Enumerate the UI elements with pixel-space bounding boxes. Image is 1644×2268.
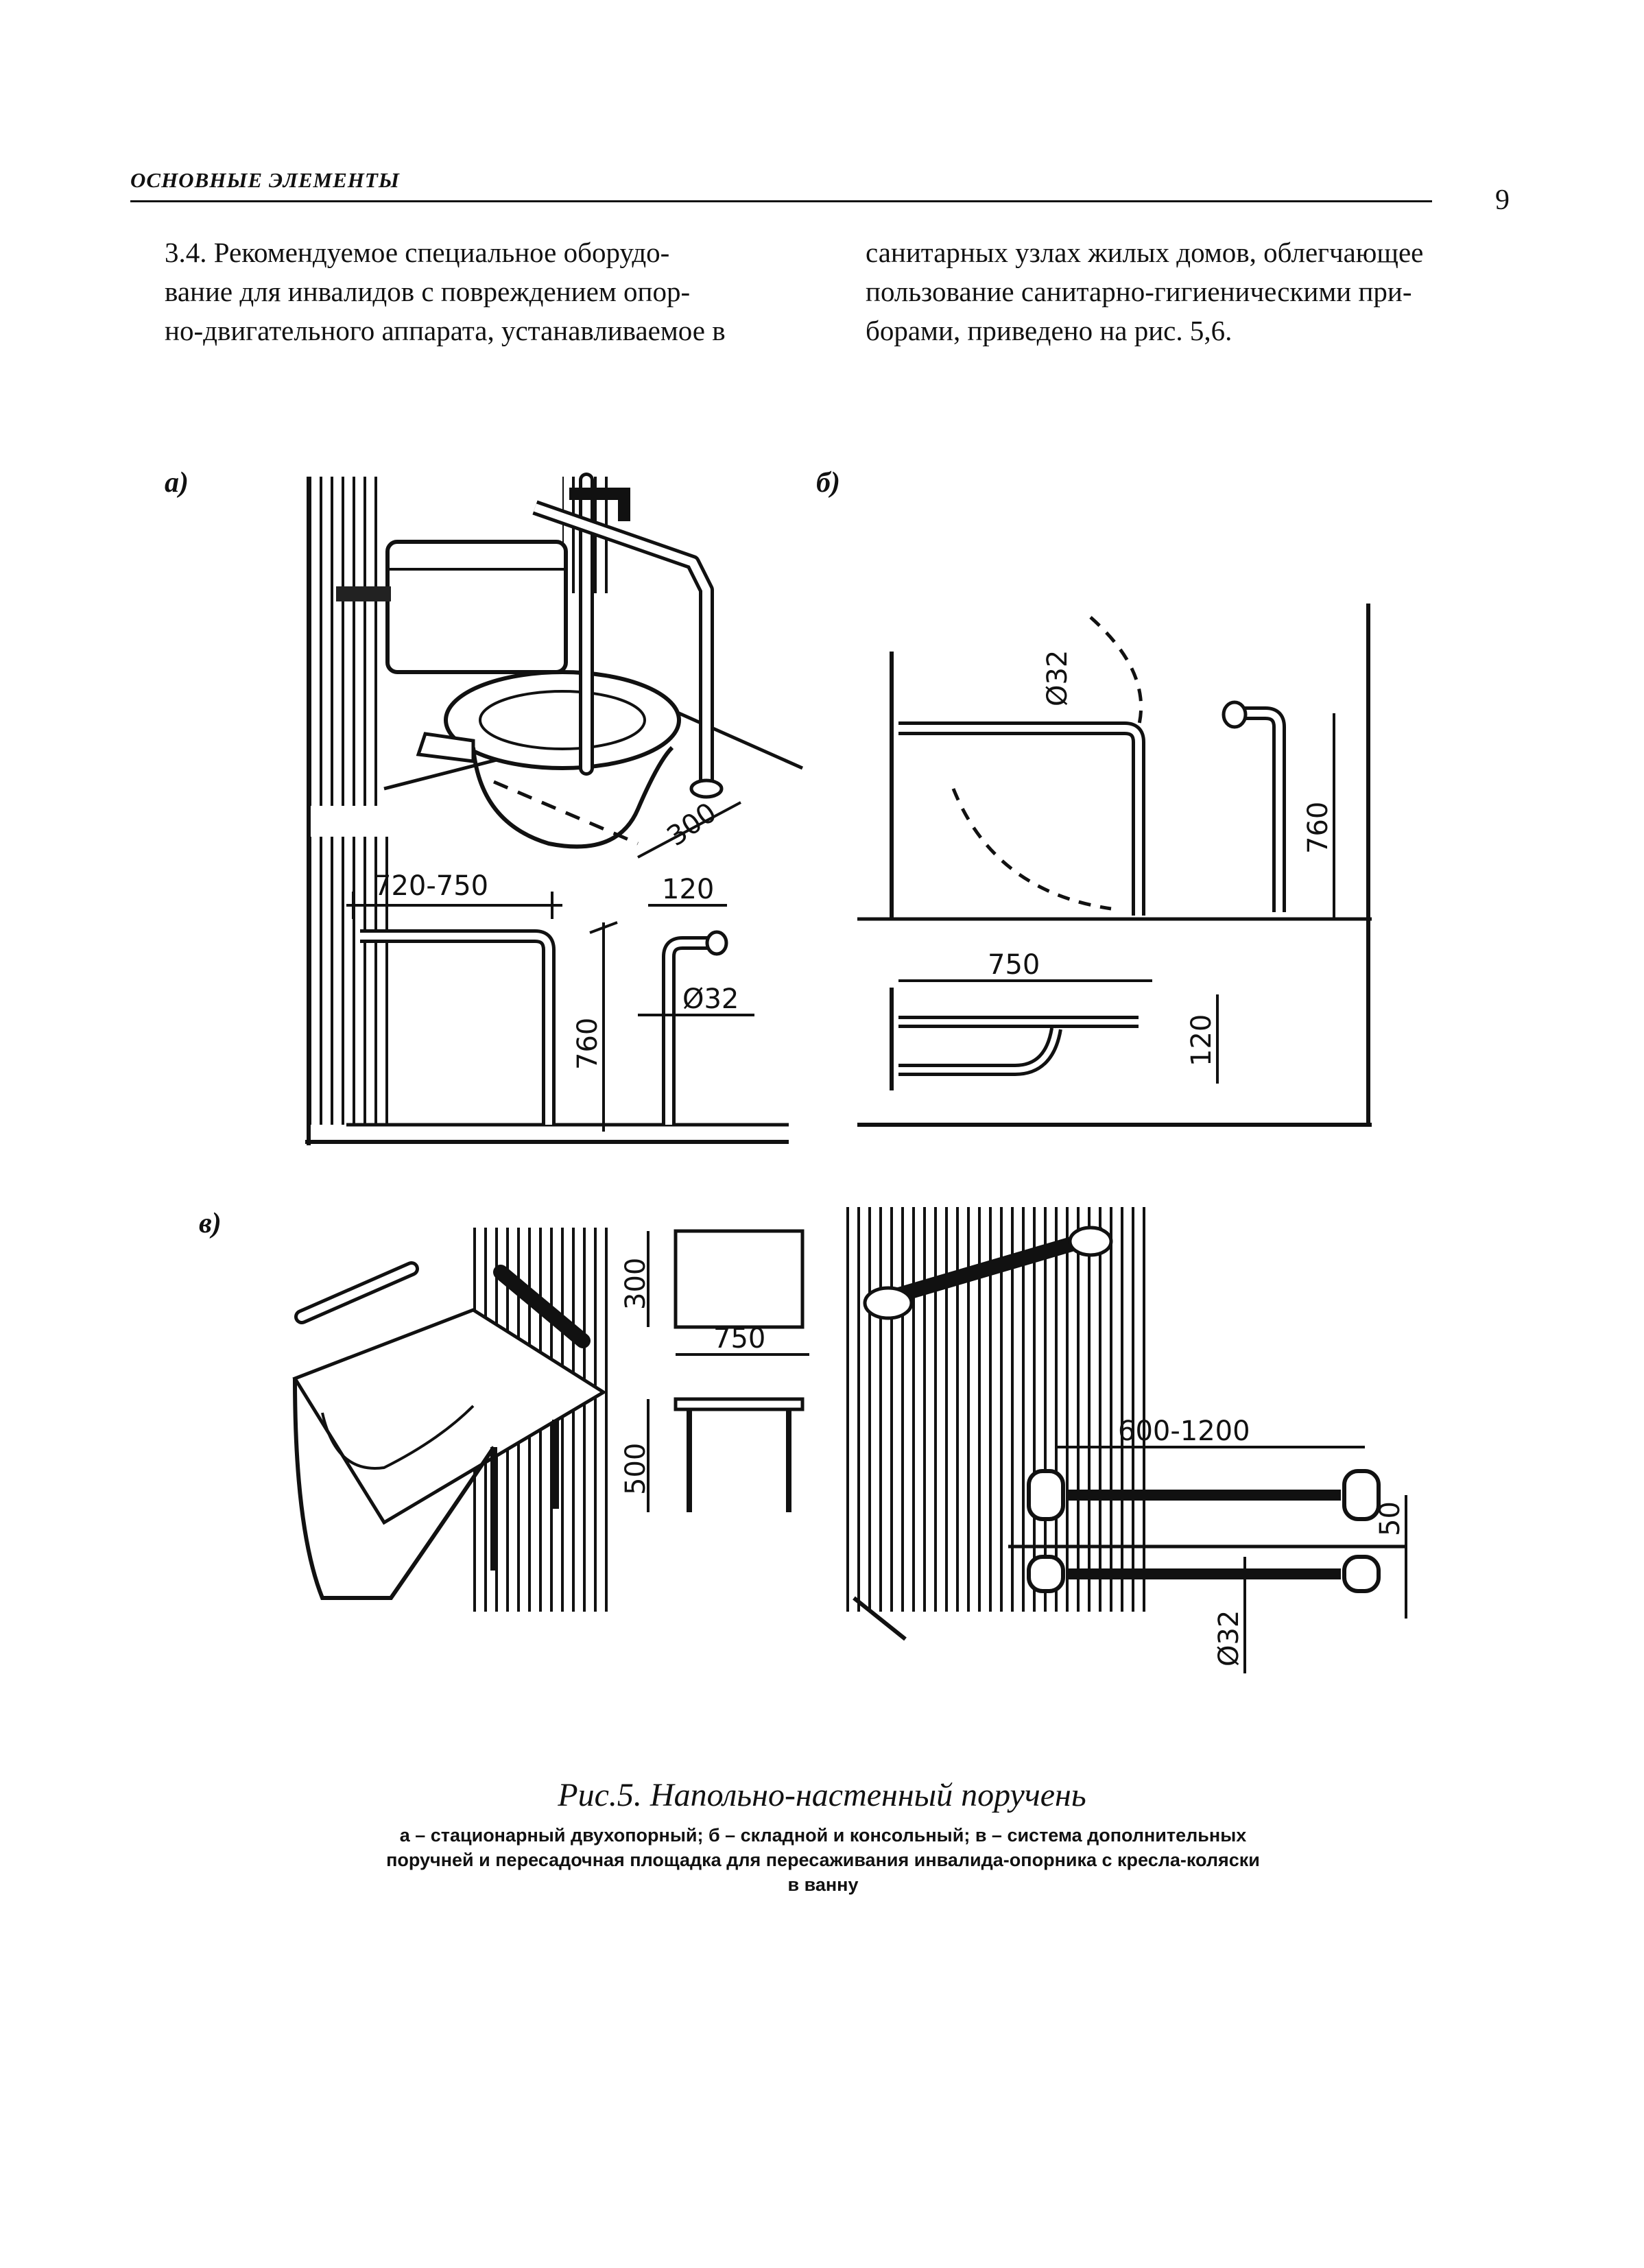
page-number: 9: [1495, 184, 1510, 216]
panel-label-v: в): [199, 1208, 222, 1239]
dim-b-depth: 120: [1186, 1014, 1217, 1066]
text-line: но-двигательного аппарата, устанавливаем…: [165, 315, 726, 346]
panel-v-drawing: 300 750 500 600-1200 50 Ø32: [292, 1207, 1407, 1673]
panel-label-a: а): [165, 467, 189, 499]
paragraph-left: 3.4. Рекомендуемое специальное оборудо- …: [165, 233, 796, 350]
text-line: 3.4. Рекомендуемое специальное оборудо-: [165, 237, 670, 268]
text-line: борами, приведено на рис. 5,6.: [866, 315, 1232, 346]
dim-a-diameter: Ø32: [682, 983, 739, 1015]
dim-a-height: 760: [572, 1018, 604, 1070]
panel-b-drawing: Ø32 760 750 120: [857, 604, 1372, 1127]
caption-line: а – стационарный двухопорный; б – складн…: [399, 1825, 1247, 1846]
dim-v-width: 750: [713, 1323, 765, 1354]
dim-b-height: 760: [1302, 802, 1334, 854]
caption-line: в ванну: [787, 1874, 859, 1895]
dim-v-rail-offset: 50: [1374, 1501, 1406, 1536]
dim-v-height-top: 300: [620, 1258, 652, 1310]
section-title: ОСНОВНЫЕ ЭЛЕМЕНТЫ: [130, 168, 400, 192]
text-line: санитарных узлах жилых домов, облегчающе…: [866, 237, 1424, 268]
dim-v-height-bottom: 500: [620, 1443, 652, 1495]
dim-v-rail-length: 600-1200: [1118, 1416, 1250, 1447]
dim-a-offset: 120: [662, 874, 714, 905]
figure-caption-title: Рис.5. Напольно-настенный поручень: [558, 1777, 1086, 1813]
text-line: вание для инвалидов с повреждением опор-: [165, 276, 691, 307]
caption-line: поручней и пересадочная площадка для пер…: [386, 1850, 1260, 1870]
dim-a-distance: 300: [661, 797, 722, 852]
text-line: пользование санитарно-гигиеническими при…: [866, 276, 1412, 307]
dim-b-diameter: Ø32: [1042, 650, 1073, 706]
cistern: [385, 540, 568, 674]
paragraph-right: санитарных узлах жилых домов, облегчающе…: [866, 233, 1497, 350]
panel-a-drawing: 300 720-750 760 120 Ø32: [305, 473, 804, 1145]
figure-caption-body: а – стационарный двухопорный; б – складн…: [274, 1823, 1372, 1897]
dim-v-rail-diameter: Ø32: [1213, 1610, 1245, 1667]
wall-hatching: [309, 837, 391, 1125]
dim-b-length: 750: [988, 949, 1040, 981]
flush-lever: [336, 586, 391, 601]
header-rule: [130, 200, 1432, 202]
wall-hatching: [309, 477, 384, 806]
dim-a-width: 720-750: [374, 870, 488, 902]
panel-label-b: б): [816, 467, 840, 499]
